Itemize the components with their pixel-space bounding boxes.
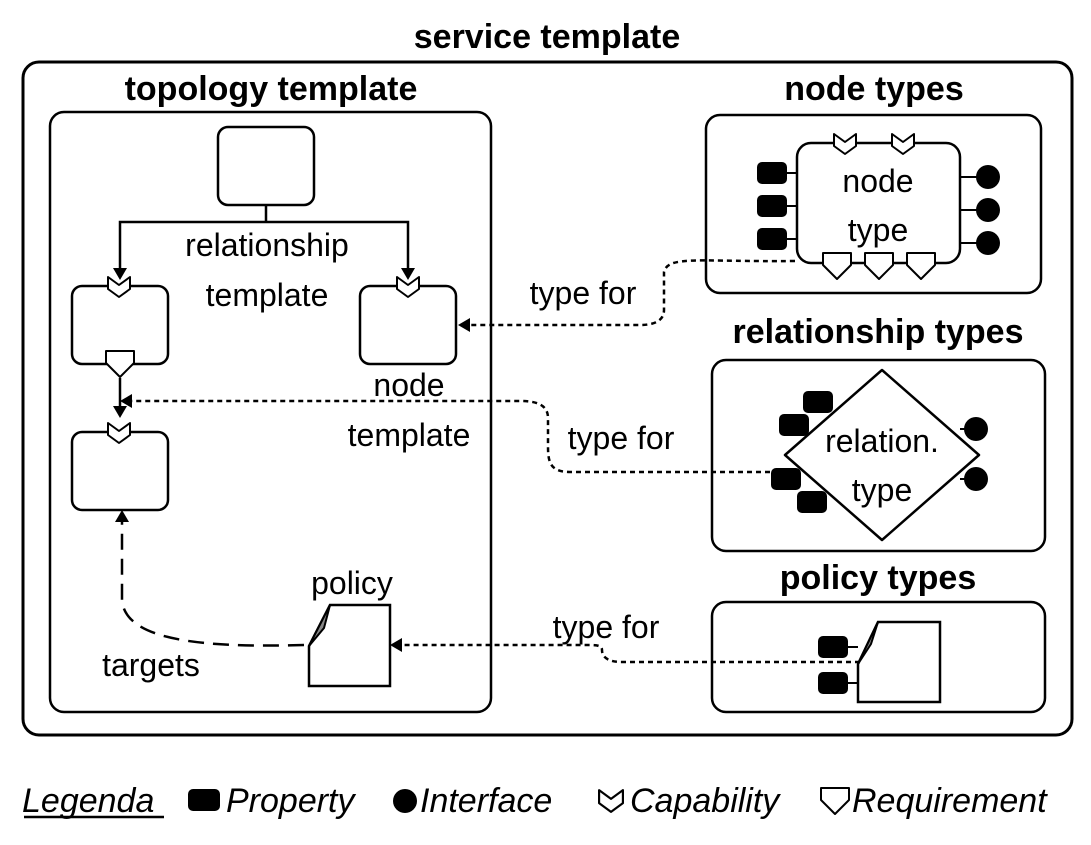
node-type-label-2: type [848,212,908,248]
capability-icon [597,789,625,813]
policy-types-title: policy types [780,559,977,597]
top-node-template [216,125,316,207]
requirement-icon [864,252,894,280]
requirement-icon [105,350,135,378]
property-icon [779,414,809,436]
legend-interface: Interface [420,782,552,820]
property-icon [818,672,848,694]
legend: Legenda Property Interface Capability Re… [22,782,1048,820]
legend-requirement: Requirement [852,782,1048,820]
topology-template-box [48,110,493,714]
node-template-label-1: node [373,367,444,403]
relation-type-label-1: relation. [825,423,939,459]
policy-document [307,603,392,688]
legend-capability: Capability [630,782,781,820]
policy-type-fold [857,621,879,665]
relationship-arrow-right [401,268,415,280]
type-for-policy-arrowhead [390,638,402,652]
targets-arrow [120,520,305,647]
interface-icon [976,165,1000,189]
interface-icon [393,789,417,813]
relationship-arrow-left [113,268,127,280]
policy-fold [308,604,331,647]
interface-icon [976,198,1000,222]
node-types-box [704,113,1043,295]
property-icon [803,391,833,413]
type-for-relationship-arrowhead [120,394,132,408]
property-icon [797,491,827,513]
node-template-label-2: template [348,417,471,453]
property-icon [188,789,220,811]
type-for-policy-arrow [398,643,860,664]
property-icon [818,636,848,658]
relationship-template-connector [118,205,410,274]
topology-template-title: topology template [125,70,418,108]
relationship-template-label-2: template [206,277,329,313]
type-for-node-arrow [462,259,796,327]
relationship-template-label-1: relationship [185,227,349,263]
relation-type-shape [783,368,981,542]
type-for-relationship-arrow [128,399,770,474]
targets-arrowhead [115,510,129,522]
requirement-icon [820,787,850,815]
relationship-types-box [710,358,1047,553]
property-icon [757,228,787,250]
property-icon [757,162,787,184]
policy-label: policy [311,565,393,601]
relation-type-label-2: type [852,472,912,508]
policy-types-box [710,600,1047,714]
requirement-icon [822,252,852,280]
type-for-node-arrowhead [458,318,470,332]
node-type-label-1: node [842,163,913,199]
relationship-types-title: relationship types [733,313,1024,351]
property-icon [757,195,787,217]
node-types-title: node types [784,70,963,108]
interface-icon [964,467,988,491]
type-for-policy-label: type for [553,609,660,645]
legend-title: Legenda [22,782,154,820]
requirement-link-arrow [113,406,127,418]
interface-icon [976,231,1000,255]
bottom-node-template [70,430,170,512]
type-for-node-label: type for [530,275,637,311]
service-template-box [21,60,1074,737]
requirement-icon [906,252,936,280]
legend-property: Property [226,782,356,820]
targets-label: targets [102,647,200,683]
type-for-relationship-label: type for [568,420,675,456]
node-type-interfaces [960,165,1000,255]
relation-type-interfaces [960,417,988,491]
node-type-properties [757,162,797,250]
service-template-title: service template [414,18,681,56]
property-icon [771,468,801,490]
interface-icon [964,417,988,441]
policy-type-document [856,620,942,704]
relation-type-properties [771,391,833,513]
